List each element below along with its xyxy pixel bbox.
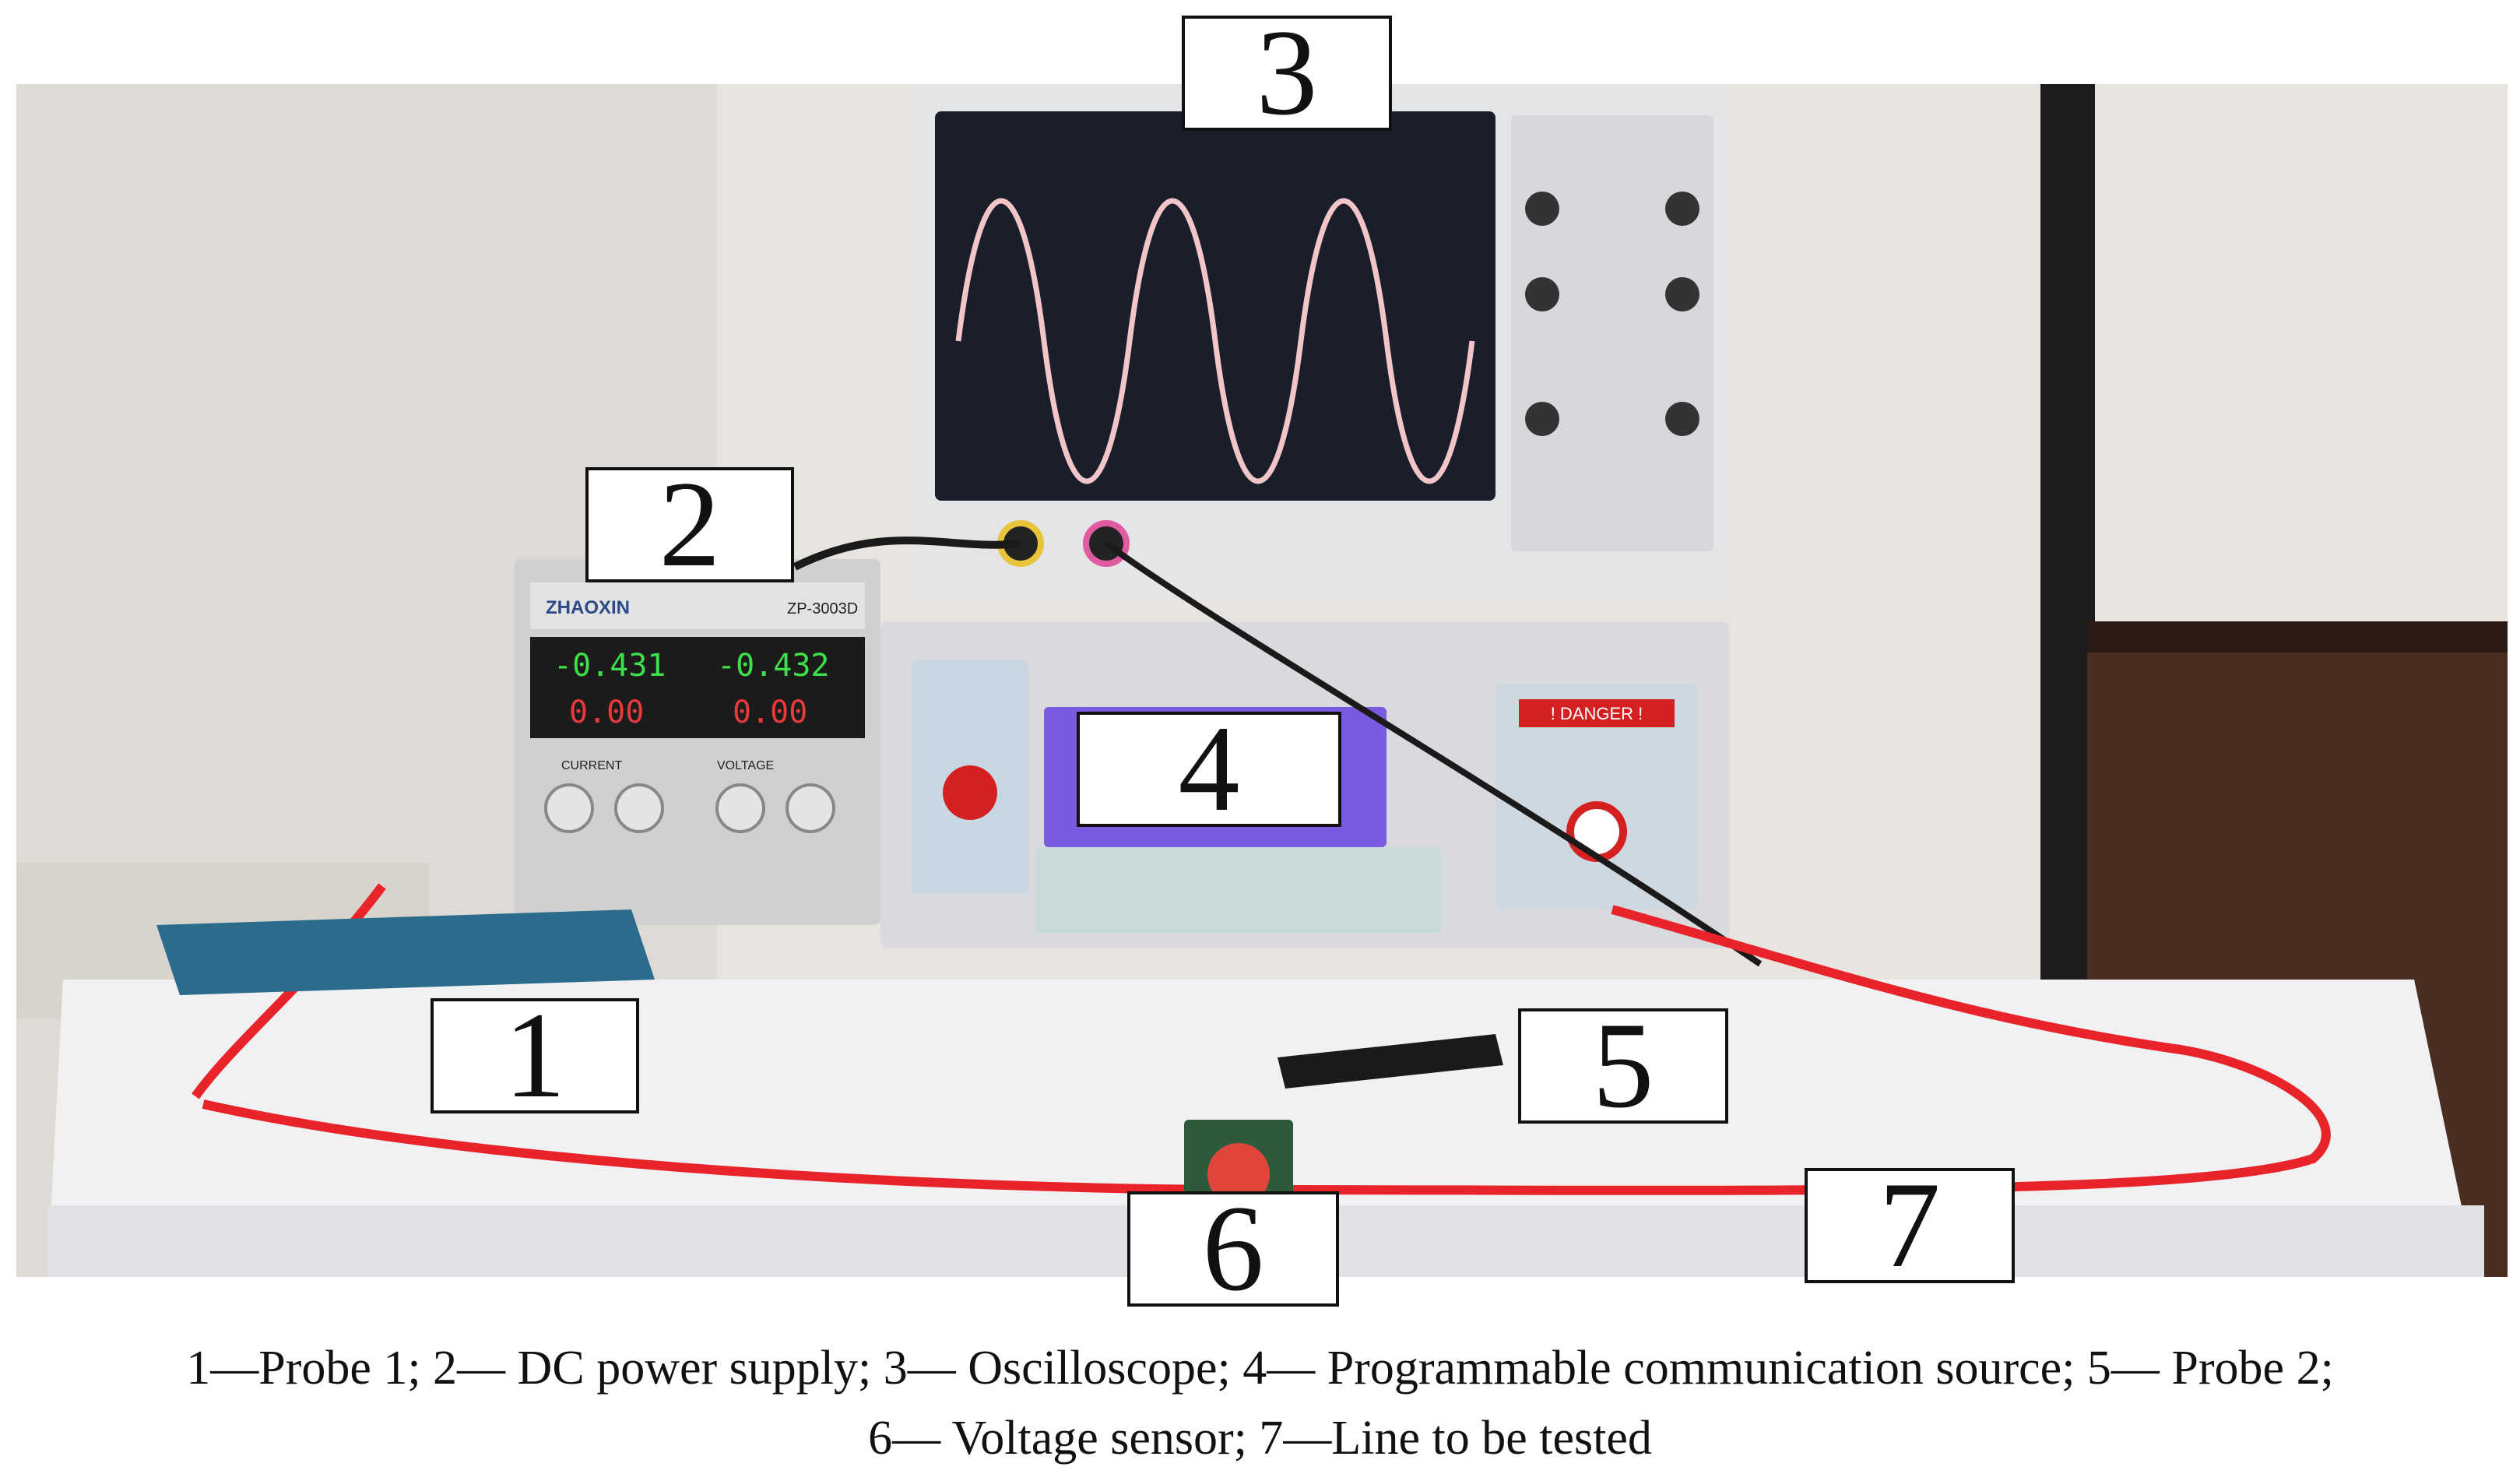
scope-knob-6 bbox=[1665, 402, 1699, 436]
danger-text: ! DANGER ! bbox=[1551, 704, 1643, 723]
caption-line-2: 6— Voltage sensor; 7—Line to be tested bbox=[868, 1412, 1652, 1465]
source-keypad bbox=[1036, 847, 1441, 933]
psu-display-voltage-2: -0.432 bbox=[717, 648, 830, 684]
source-right-panel bbox=[1495, 684, 1698, 909]
source-red-button bbox=[943, 765, 997, 820]
oscilloscope-screen bbox=[935, 111, 1495, 501]
psu-current-label: CURRENT bbox=[561, 759, 622, 772]
label-text: 5 bbox=[1592, 997, 1654, 1134]
stand-pole bbox=[2040, 84, 2095, 980]
psu-knob-3 bbox=[715, 783, 765, 833]
line-to-be-tested bbox=[202, 905, 2331, 1195]
psu-brand: ZHAOXIN bbox=[546, 597, 630, 618]
photo-scene: ! DANGER ! ZHAOXIN ZP-3003D -0.431 -0.43… bbox=[16, 84, 2508, 1277]
psu-display-current: 0.00 bbox=[569, 695, 644, 730]
scope-knob-3 bbox=[1525, 277, 1559, 311]
label-text: 4 bbox=[1178, 701, 1240, 837]
voltage-sensor-plate bbox=[1207, 1143, 1270, 1205]
probe-2-body bbox=[1278, 1034, 1503, 1089]
label-oscilloscope: 3 bbox=[1182, 12, 1392, 135]
psu-knob-4 bbox=[786, 783, 835, 833]
psu-knob-2 bbox=[614, 783, 664, 833]
label-probe-1: 1 bbox=[431, 994, 639, 1117]
psu-voltage-label: VOLTAGE bbox=[717, 759, 774, 772]
cabinet-top bbox=[2087, 621, 2508, 653]
danger-plate bbox=[1519, 699, 1675, 727]
scope-knob-2 bbox=[1665, 192, 1699, 226]
label-text: 1 bbox=[504, 987, 566, 1124]
caption-line-1: 1—Probe 1; 2— DC power supply; 3— Oscill… bbox=[186, 1342, 2334, 1395]
psu-model: ZP-3003D bbox=[787, 600, 858, 617]
label-text: 3 bbox=[1256, 5, 1318, 141]
psu-to-scope-cable bbox=[793, 536, 1021, 571]
psu-display bbox=[530, 637, 865, 738]
label-text: 6 bbox=[1202, 1180, 1264, 1317]
lab-setup-photo: ! DANGER ! ZHAOXIN ZP-3003D -0.431 -0.43… bbox=[16, 84, 2508, 1277]
label-probe-2: 5 bbox=[1518, 1004, 1728, 1127]
scope-knob-5 bbox=[1525, 402, 1559, 436]
label-text: 7 bbox=[1879, 1157, 1941, 1293]
figure-caption: 1—Probe 1; 2— DC power supply; 3— Oscill… bbox=[0, 1333, 2520, 1473]
scope-control-panel bbox=[1511, 115, 1713, 551]
psu-label-strip bbox=[530, 582, 865, 629]
label-programmable-source: 4 bbox=[1077, 708, 1341, 831]
label-line-to-be-tested: 7 bbox=[1805, 1164, 2015, 1287]
label-text: 2 bbox=[659, 456, 721, 593]
psu-display-voltage: -0.431 bbox=[554, 648, 666, 684]
label-dc-power-supply: 2 bbox=[585, 463, 794, 586]
scope-knob-1 bbox=[1525, 192, 1559, 226]
scope-knob-4 bbox=[1665, 277, 1699, 311]
psu-knob-1 bbox=[544, 783, 594, 833]
probe-1-body bbox=[156, 909, 655, 995]
hv-output-terminal bbox=[1566, 801, 1627, 862]
label-voltage-sensor: 6 bbox=[1127, 1187, 1339, 1310]
scope-to-probe2-cable bbox=[1104, 540, 1763, 967]
psu-display-current-2: 0.00 bbox=[733, 695, 807, 730]
sine-waveform bbox=[955, 198, 1475, 484]
